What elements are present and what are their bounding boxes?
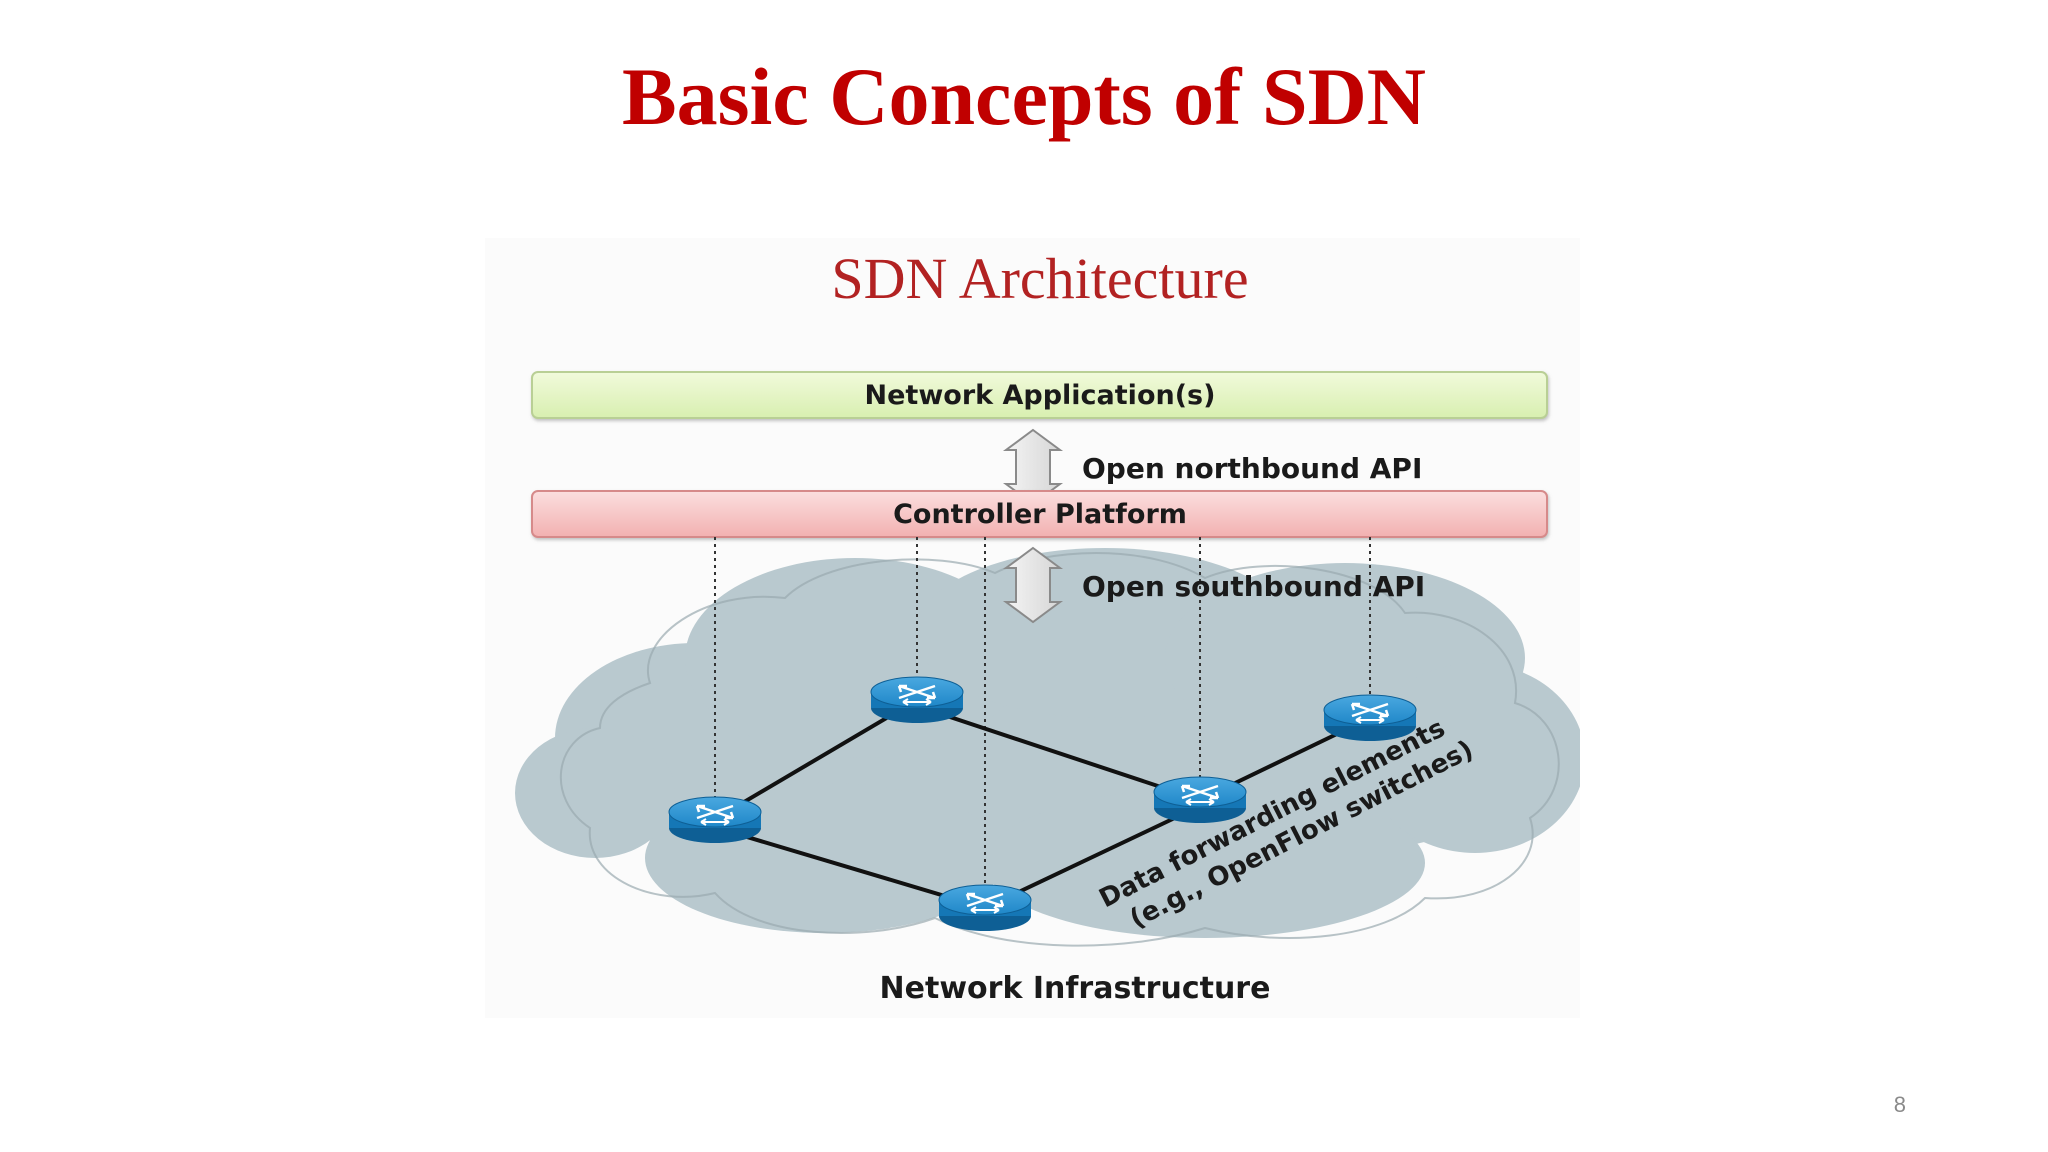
- slide-title: Basic Concepts of SDN: [621, 51, 1427, 142]
- sdn-architecture-figure: SDN Architecture Network Application(s) …: [485, 238, 1585, 1018]
- switch-bottom: [938, 884, 1032, 931]
- switch-top: [870, 676, 964, 723]
- application-layer-label: Network Application(s): [865, 380, 1216, 411]
- control-links: [714, 537, 1371, 900]
- diagram-title: SDN Architecture: [831, 246, 1248, 311]
- switch-right: [1323, 694, 1417, 741]
- southbound-api-label: Open southbound API: [1082, 570, 1425, 603]
- link-top-middle: [916, 704, 1201, 802]
- network-infrastructure-label: Network Infrastructure: [880, 971, 1271, 1006]
- switch-left: [668, 796, 762, 843]
- link-left-top: [715, 698, 919, 820]
- slide-number: 8: [1893, 1092, 1906, 1117]
- switch-middle: [1153, 776, 1247, 823]
- controller-platform-label: Controller Platform: [893, 499, 1187, 530]
- southbound-arrow: [1002, 546, 1064, 624]
- application-layer-bar: [531, 371, 1548, 419]
- link-left-bottom: [716, 826, 986, 910]
- controller-platform-bar: [531, 490, 1548, 538]
- northbound-api-label: Open northbound API: [1082, 452, 1422, 485]
- architecture-diagram: SDN Architecture Network Application(s) …: [515, 246, 1585, 1006]
- network-cloud-outline: [559, 552, 1560, 947]
